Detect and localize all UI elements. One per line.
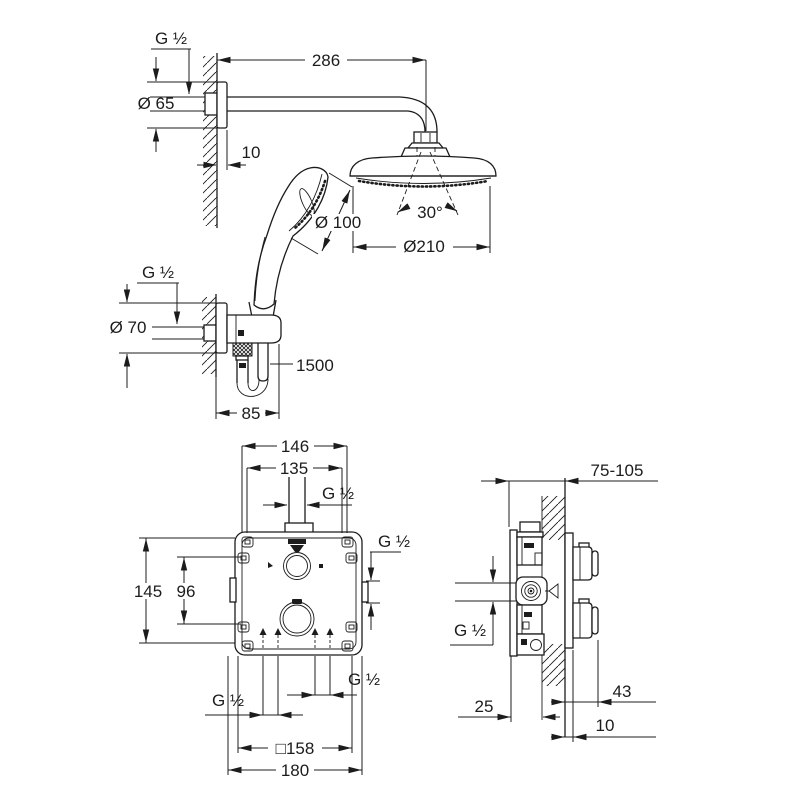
hand-shower-holder [226,299,282,344]
dim-holder-flange-dia: Ø 70 [110,284,216,388]
arm-nut [413,131,438,144]
dim-arm-length-label: 286 [312,51,340,70]
valve-box [229,531,369,656]
index-mark-left [268,562,273,568]
dim-hand-shower-dia: Ø 100 [290,172,365,255]
trim-plate [564,532,599,649]
dim-bottom-left-thread-label: G ½ [212,691,244,710]
dim-hand-shower-dia-label: Ø 100 [315,213,361,232]
index-mark-right [319,564,323,568]
dim-flange-depth-label: 10 [242,143,261,162]
shower-arm-flange [216,81,228,129]
dim-inner-width: 135 [246,459,343,533]
dim-holder-flange-dia-label: Ø 70 [110,318,147,337]
left-side-tab [229,577,237,603]
dim-hose-length: 1500 [270,356,334,375]
supply-pipe-holder [152,324,217,342]
finished-wall-mark [545,583,559,599]
hose-knurled-nut [232,342,253,357]
shower-hose [232,342,269,397]
dim-holder-projection: 85 [215,344,280,423]
dim-inner-width-label: 135 [280,459,308,478]
rough-in-side-view: 75-105 G ½ 25 43 [450,461,658,742]
bottom-ports-hidden [259,628,334,648]
dim-knob-projection-label: 43 [613,682,632,701]
dim-inner-height-label: 96 [177,582,196,601]
dim-install-depth-label: 75-105 [591,461,644,480]
dim-head-dia: Ø210 [352,186,491,256]
supply-pipe-top [150,92,218,116]
thermostat-cartridge [268,539,323,580]
dim-holder-thread: G ½ [137,263,181,325]
dim-bottom-left-thread: G ½ [205,691,303,719]
holder-flange [215,302,228,354]
dim-mounting-width: 146 [241,437,348,533]
right-side-port [361,581,369,603]
dim-spray-angle: 30° [396,151,459,222]
dim-mounting-height: 145 [131,537,235,644]
spray-face-dots [357,179,490,188]
hand-shower-handle-line [254,236,266,302]
dim-rear-depth-label: 25 [475,697,494,716]
dim-rear-depth: 25 [458,656,560,722]
wall-section-side [541,478,566,737]
dim-overall-width: 180 [228,761,362,780]
dim-top-thread-label: G ½ [322,484,354,503]
dim-flange-depth: 10 [197,130,260,170]
dim-side-view-thread: G ½ [450,556,516,646]
dim-install-depth: 75-105 [481,461,658,527]
dim-side-thread-label: G ½ [378,532,410,551]
dim-bottom-right-thread-label: G ½ [348,670,380,689]
dim-head-dia-label: Ø210 [403,237,445,256]
front-extension-lines [227,656,363,775]
hand-shower-face-edge [288,173,323,232]
dim-holder-projection-label: 85 [242,404,261,423]
mounting-screw-slots [237,536,358,652]
dim-arm-length: 286 [217,51,427,131]
dim-hose-length-label: 1500 [296,356,334,375]
volume-control [279,599,315,637]
dim-mounting-width-label: 146 [281,437,309,456]
dim-thread-top: G ½ [151,29,193,95]
wall-section-top [203,53,218,228]
dim-knob-projection: 43 [551,640,656,707]
head-rim [355,177,492,184]
shower-head [349,155,497,188]
dim-plate-offset-label: 10 [596,716,615,735]
dim-side-thread: G ½ [366,532,410,630]
dim-plate-square: □158 [238,739,352,758]
dim-top-thread: G ½ [263,484,354,509]
rough-in-front-view: 146 135 G ½ G ½ [131,437,410,780]
dim-side-view-thread-label: G ½ [454,621,486,640]
dim-spray-angle-label: 30° [417,203,443,222]
dim-mounting-height-label: 145 [134,582,162,601]
dim-overall-width-label: 180 [281,761,309,780]
dim-plate-offset: 10 [551,650,656,742]
dim-inner-height: 96 [172,556,241,625]
dim-holder-thread-label: G ½ [142,263,174,282]
shower-assembly-view: 30° Ø210 286 G ½ [110,29,497,423]
holder-slot [238,330,244,336]
dim-bottom-right-thread: G ½ [287,670,380,699]
dim-wall-flange-dia-label: Ø 65 [138,94,175,113]
shower-arm [227,96,452,158]
top-knob [572,546,593,581]
dim-plate-square-label: □158 [276,739,315,758]
dim-thread-top-label: G ½ [155,29,187,48]
hand-shower-nozzles [293,179,327,230]
bottom-knob [572,602,593,639]
dim-wall-flange-dia: Ø 65 [138,57,217,152]
side-valve-body [509,521,548,657]
